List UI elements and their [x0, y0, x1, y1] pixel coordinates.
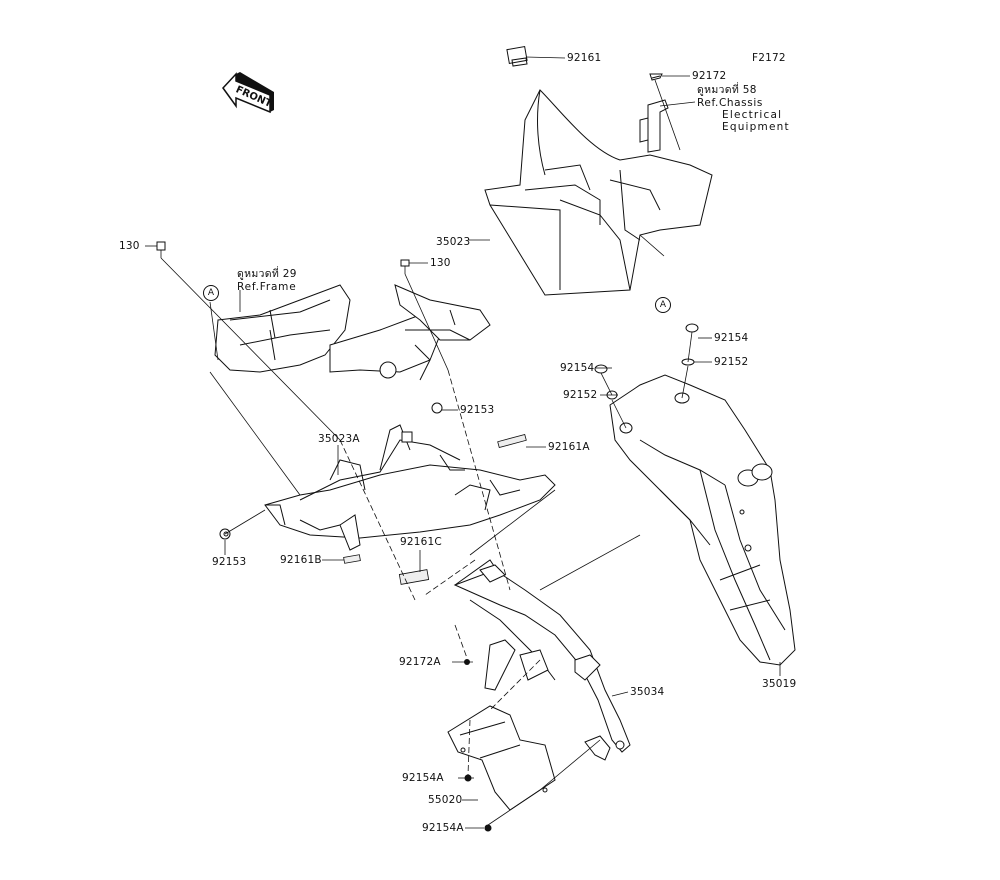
part-label-92161b[interactable]: 92161B — [280, 554, 322, 566]
part-label-35019[interactable]: 35019 — [762, 678, 797, 690]
part-92161b-seal — [343, 554, 361, 564]
part-frame-reference — [214, 284, 491, 381]
part-label-92172a[interactable]: 92172A — [399, 656, 441, 668]
part-label-92153-lower[interactable]: 92153 — [212, 556, 247, 568]
part-label-92153-upper[interactable]: 92153 — [460, 404, 495, 416]
bolt-92154-a — [594, 364, 608, 374]
part-label-35034[interactable]: 35034 — [630, 686, 665, 698]
leader-lines — [145, 56, 781, 829]
part-label-35023[interactable]: 35023 — [436, 236, 471, 248]
nut-92154a-b — [484, 824, 492, 832]
part-label-130-a[interactable]: 130 — [119, 240, 140, 252]
part-92153-damper — [431, 402, 443, 414]
part-label-92152-left[interactable]: 92152 — [563, 389, 598, 401]
part-label-92161a[interactable]: 92161A — [548, 441, 590, 453]
connector-marker-a-left: A — [203, 285, 219, 301]
part-label-92161c[interactable]: 92161C — [400, 536, 442, 548]
front-arrow-icon: FRONT — [222, 72, 274, 114]
part-label-92161[interactable]: 92161 — [567, 52, 602, 64]
part-35023a-under-tray[interactable] — [264, 424, 556, 551]
part-chassis-bracket — [639, 73, 681, 153]
part-label-92152-right[interactable]: 92152 — [714, 356, 749, 368]
part-label-92154-right[interactable]: 92154 — [714, 332, 749, 344]
bolt-130-a — [156, 241, 166, 251]
figure-id: F2172 — [752, 52, 786, 64]
reference-chassis[interactable]: Ref.Chassis — [697, 97, 763, 109]
part-92161a-seal — [497, 433, 527, 449]
part-label-92154a-lower[interactable]: 92154A — [422, 822, 464, 834]
part-label-92154a-upper[interactable]: 92154A — [402, 772, 444, 784]
assembly-lines — [160, 234, 693, 826]
connector-marker-a-right: A — [655, 297, 671, 313]
part-label-35023a[interactable]: 35023A — [318, 433, 360, 445]
small-fasteners — [156, 241, 699, 832]
reference-frame[interactable]: Ref.Frame — [237, 281, 297, 293]
reference-thai-29: ดูหมวดที่ 29 — [237, 268, 297, 280]
reference-electrical: Electrical — [722, 109, 783, 121]
part-35019-rear-fender[interactable] — [609, 374, 796, 666]
part-35034-bracket[interactable] — [453, 559, 631, 761]
part-label-130-b[interactable]: 130 — [430, 257, 451, 269]
part-55020-guard[interactable] — [447, 705, 556, 811]
part-label-92172[interactable]: 92172 — [692, 70, 727, 82]
reference-equipment: Equipment — [722, 121, 790, 133]
reference-thai-58: ดูหมวดที่ 58 — [697, 84, 757, 96]
part-35023-upper-cover[interactable] — [484, 45, 713, 296]
part-label-92154-left[interactable]: 92154 — [560, 362, 595, 374]
bolt-130-b — [400, 259, 410, 267]
part-92161c-seal — [398, 569, 430, 585]
part-label-55020[interactable]: 55020 — [428, 794, 463, 806]
bolt-92154-b — [685, 323, 699, 333]
